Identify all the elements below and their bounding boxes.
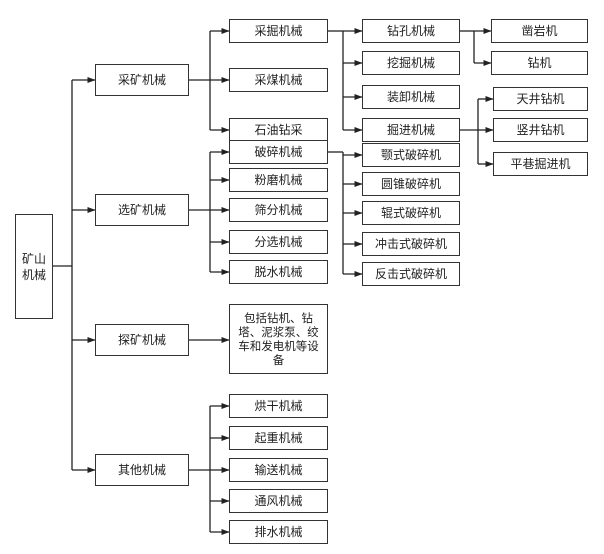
- other-drying: 烘干机械: [229, 394, 328, 418]
- category-other: 其他机械: [95, 454, 189, 486]
- crusher-impact: 冲击式破碎机: [362, 232, 460, 256]
- crusher-cone: 圆锥破碎机: [362, 172, 460, 196]
- category-mining: 采矿机械: [95, 64, 189, 96]
- drilling-rock-drill: 凿岩机: [491, 19, 588, 43]
- exploration-description: 包括钻机、钻塔、泥浆泵、绞车和发电机等设备: [229, 304, 328, 374]
- mining-item-excavation: 采掘机械: [229, 19, 328, 43]
- excavation-tunneling: 掘进机械: [362, 118, 460, 142]
- tunneling-drift-machine: 平巷掘进机: [493, 152, 588, 176]
- crusher-roll: 辊式破碎机: [362, 201, 460, 225]
- root-node: 矿山机械: [15, 214, 53, 319]
- category-beneficiation: 选矿机械: [95, 194, 189, 226]
- beneficiation-grinding: 粉磨机械: [229, 168, 328, 192]
- mining-item-coal: 采煤机械: [229, 68, 328, 92]
- beneficiation-screening: 筛分机械: [229, 198, 328, 222]
- other-conveying: 输送机械: [229, 458, 328, 482]
- beneficiation-separation: 分选机械: [229, 230, 328, 254]
- excavation-drilling: 钻孔机械: [362, 19, 460, 43]
- tunneling-shaft-borer: 竖井钻机: [493, 118, 588, 142]
- drilling-rig: 钻机: [491, 51, 588, 75]
- excavation-digging: 挖掘机械: [362, 51, 460, 75]
- other-ventilation: 通风机械: [229, 489, 328, 513]
- excavation-loading: 装卸机械: [362, 85, 460, 109]
- crusher-jaw: 颚式破碎机: [362, 143, 460, 167]
- category-exploration: 探矿机械: [95, 324, 189, 356]
- crusher-counterattack: 反击式破碎机: [362, 262, 460, 286]
- beneficiation-dewatering: 脱水机械: [229, 260, 328, 284]
- other-drainage: 排水机械: [229, 520, 328, 544]
- other-lifting: 起重机械: [229, 426, 328, 450]
- beneficiation-crushing: 破碎机械: [229, 140, 328, 164]
- mining-item-oil: 石油钻采: [229, 118, 328, 142]
- tunneling-raise-borer: 天井钻机: [493, 87, 588, 111]
